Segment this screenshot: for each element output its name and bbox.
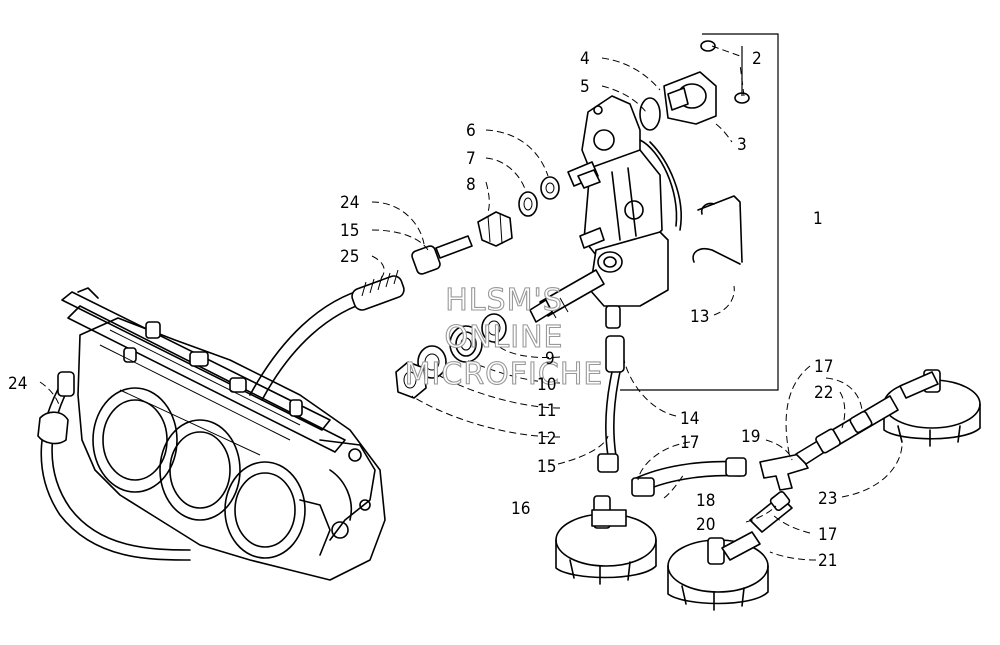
- part-label-4: 4: [580, 49, 590, 69]
- lower-spigot: [529, 269, 605, 323]
- leader-lines: [39, 45, 903, 561]
- filter-16: [555, 495, 657, 585]
- part-label-22: 22: [814, 383, 833, 403]
- hose-18: [631, 457, 747, 497]
- part-label-1: 1: [813, 209, 823, 229]
- part-label-15-lower: 15: [537, 457, 556, 477]
- watermark: HLSM'S ONLINE MICROFICHE: [404, 282, 604, 392]
- clip-13: [692, 195, 743, 265]
- part-label-17-top: 17: [814, 357, 833, 377]
- part-label-8: 8: [466, 175, 476, 195]
- part-label-21: 21: [818, 551, 837, 571]
- watermark-line-3: MICROFICHE: [405, 357, 604, 392]
- part-label-9: 9: [545, 349, 555, 369]
- part-labels: 1 2 3 4 5 6 7 8 9 10 11 12 13 14 15 15 1…: [8, 49, 837, 571]
- part-label-17-bottom: 17: [818, 525, 837, 545]
- hose-22: [815, 395, 899, 454]
- bracket-part-1: [620, 33, 779, 391]
- part-label-24-left: 24: [8, 374, 27, 394]
- fitting-8: [477, 211, 513, 247]
- part-label-11: 11: [537, 401, 556, 421]
- engine-block-drawing: [61, 287, 386, 581]
- fuel-line-14: [597, 335, 625, 473]
- part-label-14: 14: [680, 409, 699, 429]
- part-label-25: 25: [340, 247, 359, 267]
- filter-23: [883, 369, 981, 447]
- part-label-15-upper: 15: [340, 221, 359, 241]
- part-label-20: 20: [696, 515, 715, 535]
- watermark-line-2: ONLINE: [444, 320, 563, 355]
- part-label-18: 18: [696, 491, 715, 511]
- nut-12: [395, 361, 427, 399]
- part-label-24-upper: 24: [340, 193, 359, 213]
- washer-6: [540, 176, 560, 200]
- impulse-line: [249, 235, 473, 401]
- part-label-6: 6: [466, 121, 476, 141]
- regulator-3: [663, 71, 717, 125]
- filter-21: [667, 531, 769, 611]
- part-label-17-left: 17: [680, 433, 699, 453]
- part-label-12: 12: [537, 429, 556, 449]
- part-label-7: 7: [466, 149, 476, 169]
- part-label-19: 19: [741, 427, 760, 447]
- part-label-5: 5: [580, 77, 590, 97]
- part-label-13: 13: [690, 307, 709, 327]
- part-label-23: 23: [818, 489, 837, 509]
- fuel-pump-body: [567, 95, 682, 329]
- screw-2a: [700, 40, 716, 52]
- left-pulse-hose: [37, 371, 191, 561]
- watermark-line-1: HLSM'S: [445, 283, 563, 318]
- part-label-10: 10: [537, 375, 556, 395]
- washer-7: [518, 191, 538, 217]
- part-label-2: 2: [752, 49, 762, 69]
- hose-20: [749, 490, 793, 533]
- bearing-10: [449, 325, 483, 363]
- part-label-16: 16: [511, 499, 530, 519]
- o-ring-5: [639, 97, 661, 131]
- part-label-3: 3: [737, 135, 747, 155]
